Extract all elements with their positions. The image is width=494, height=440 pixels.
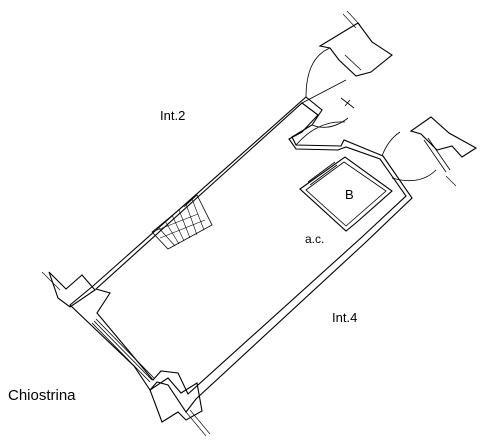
window-line bbox=[189, 409, 211, 435]
stair-core-line bbox=[344, 54, 362, 71]
neighbor-door bbox=[391, 169, 437, 182]
stair-core-line bbox=[342, 13, 357, 29]
left-pier-lower bbox=[149, 377, 203, 423]
neighbor-door-arc bbox=[381, 131, 401, 157]
left-pier-upper bbox=[48, 271, 96, 308]
window-line bbox=[95, 318, 155, 379]
room-label-b: B bbox=[345, 187, 354, 202]
unit-label-int2: Int.2 bbox=[160, 108, 185, 123]
neighbor-block-right bbox=[409, 116, 478, 158]
room-label-ac: a.c. bbox=[305, 232, 324, 246]
courtyard-label: Chiostrina bbox=[8, 387, 76, 404]
room-b-wall bbox=[299, 156, 393, 232]
neighbor-door-line bbox=[427, 137, 451, 171]
outer-wall bbox=[69, 96, 413, 413]
room-b-door bbox=[309, 164, 338, 186]
neighbor-door-line bbox=[423, 139, 447, 173]
room-b-door bbox=[307, 161, 336, 183]
window-line bbox=[91, 322, 151, 383]
stair-core-line bbox=[346, 10, 361, 26]
staircase bbox=[151, 194, 213, 250]
window-line bbox=[185, 411, 207, 437]
window-line bbox=[93, 320, 153, 381]
unit-label-int4: Int.4 bbox=[332, 310, 357, 325]
window-line bbox=[41, 271, 61, 291]
inner-wall bbox=[94, 102, 407, 395]
room-b-inner bbox=[305, 161, 387, 227]
stair-core-upper bbox=[318, 22, 393, 77]
neighbor-line bbox=[445, 175, 457, 187]
entry-door bbox=[295, 47, 355, 146]
